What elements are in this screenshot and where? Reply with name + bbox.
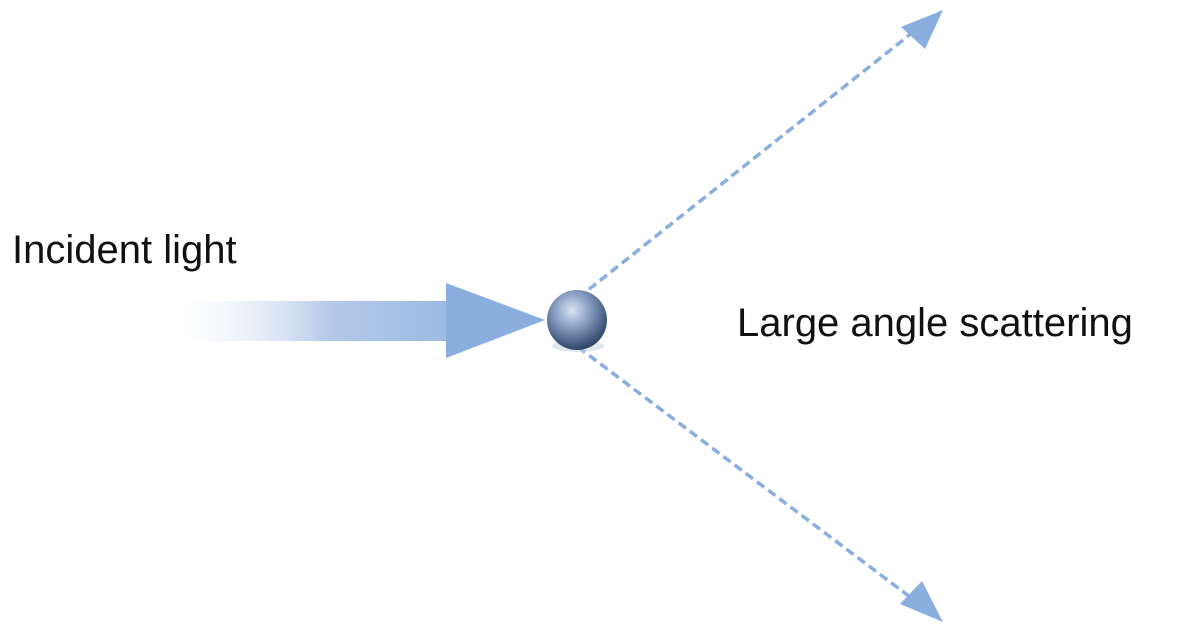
- scattered-ray-lower-arrowhead: [900, 581, 943, 622]
- scattering-particle: [547, 290, 607, 350]
- incident-beam-arrowhead: [446, 283, 545, 358]
- incident-light-arrow: [160, 283, 545, 358]
- incident-light-label: Incident light: [12, 228, 237, 272]
- scattered-ray-upper-arrowhead: [901, 10, 943, 49]
- scattered-ray-upper: [576, 15, 934, 300]
- large-angle-scattering-label: Large angle scattering: [737, 301, 1133, 345]
- scattered-ray-lower: [576, 345, 932, 614]
- incident-beam-shaft: [160, 301, 450, 341]
